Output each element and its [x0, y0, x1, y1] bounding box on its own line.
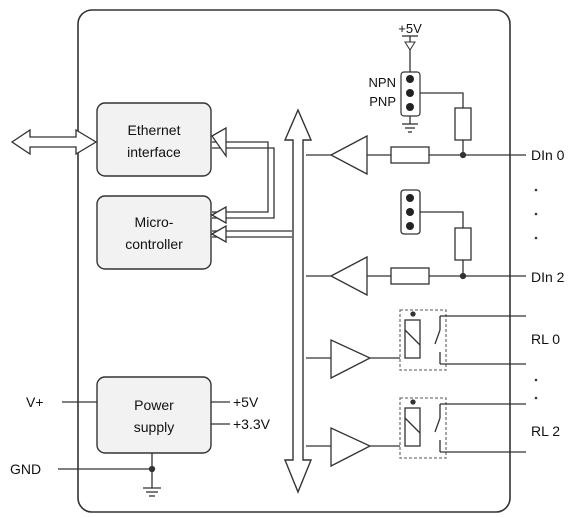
- micro-label-line2: controller: [125, 236, 183, 252]
- power-supply-block: Power supply: [96, 376, 212, 454]
- top-5v-label: +5V: [398, 21, 422, 36]
- resistor-icon: [390, 267, 430, 285]
- microcontroller-block: Micro- controller: [96, 195, 212, 270]
- din2-circuit: [306, 189, 526, 297]
- ground-icon: [143, 487, 161, 497]
- amplifier-icon: [330, 338, 372, 380]
- resistor-icon: [454, 107, 472, 141]
- jumper-icon: +5V NPN PNP: [369, 21, 422, 133]
- micro-bus-link: [210, 224, 292, 244]
- ellipsis-dots-relay: [534, 378, 538, 400]
- micro-label-line1: Micro-: [135, 214, 174, 230]
- relay-rl2-circuit: [306, 397, 526, 468]
- resistor-icon: [390, 146, 430, 164]
- ellipsis-dots: [534, 188, 538, 240]
- power-connections: [58, 401, 230, 488]
- pnp-label: PNP: [369, 94, 396, 109]
- npn-label: NPN: [369, 75, 396, 90]
- vplus-label: V+: [26, 394, 44, 410]
- ethernet-label-line1: Ethernet: [128, 122, 181, 138]
- amplifier-icon: [330, 426, 372, 468]
- din0-circuit: [306, 92, 526, 176]
- gnd-label: GND: [10, 461, 41, 477]
- power-label-line2: supply: [134, 419, 174, 435]
- bidirectional-arrow-icon: [10, 128, 98, 156]
- resistor-icon: [454, 227, 472, 261]
- supply-33v-label: +3.3V: [233, 416, 271, 432]
- din2-label: DIn 2: [531, 269, 565, 285]
- ethernet-label-line2: interface: [127, 144, 181, 160]
- power-label-line1: Power: [134, 397, 174, 413]
- rl2-label: RL 2: [531, 423, 560, 439]
- internal-bus: [283, 108, 313, 494]
- ethernet-micro-link: [210, 126, 275, 225]
- supply-5v-label: +5V: [233, 394, 259, 410]
- rl0-label: RL 0: [531, 331, 560, 347]
- din0-label: DIn 0: [531, 147, 565, 163]
- relay-rl0-circuit: [306, 309, 526, 380]
- ethernet-interface-block: Ethernet interface: [96, 102, 212, 177]
